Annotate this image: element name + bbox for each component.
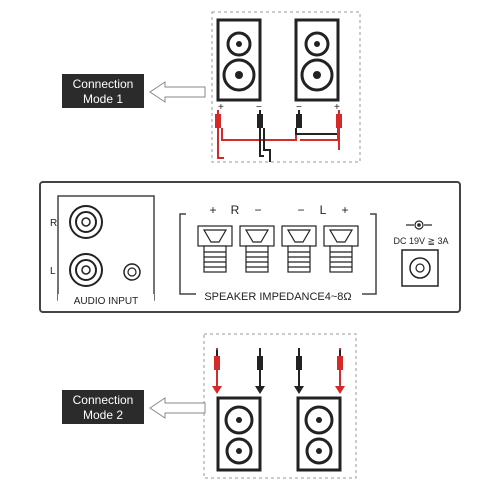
mode1-wires bbox=[217, 128, 340, 162]
mode1-dashed-frame bbox=[211, 11, 361, 163]
plug-bottom-2-black bbox=[255, 348, 265, 394]
audio-input-label: AUDIO INPUT bbox=[74, 296, 138, 307]
mode2-label-line2: Mode 2 bbox=[83, 408, 123, 422]
mode2-group: Connection Mode 2 bbox=[62, 333, 357, 479]
plug-bottom-3-black bbox=[294, 348, 304, 394]
input-r-label: R bbox=[50, 218, 57, 229]
speaker-impedance-label: SPEAKER IMPEDANCE4~8Ω bbox=[204, 291, 351, 303]
mode1-arrow-icon bbox=[149, 81, 206, 103]
binding-post-3-icon bbox=[281, 225, 317, 273]
plug-top-2-black bbox=[257, 110, 263, 128]
dc-power-label: DC 19V ≧ 3A bbox=[393, 236, 448, 246]
plug-bottom-4-red bbox=[335, 348, 345, 394]
mode2-label-box bbox=[62, 390, 144, 424]
input-l-label: L bbox=[50, 266, 56, 277]
mode2-label-line1: Connection bbox=[73, 393, 134, 407]
binding-post-1-icon bbox=[197, 225, 233, 273]
rca-jack-r-icon bbox=[69, 205, 103, 239]
terminal-r-minus: − bbox=[254, 203, 261, 217]
polarity-top-right-minus: − bbox=[296, 102, 302, 113]
speaker-bottom-right-icon bbox=[296, 396, 342, 472]
plug-top-1-red bbox=[215, 110, 221, 128]
mode2-dashed-frame bbox=[203, 333, 357, 479]
mode1-label-line1: Connection bbox=[73, 77, 134, 91]
mode1-group: + − − + bbox=[62, 11, 361, 163]
binding-post-2-icon bbox=[239, 225, 275, 273]
mode1-label-line2: Mode 1 bbox=[83, 92, 123, 106]
plug-top-4-red bbox=[336, 110, 342, 128]
plug-top-3-black bbox=[296, 110, 302, 128]
aux-jack-icon bbox=[123, 263, 141, 281]
plug-bottom-1-red bbox=[212, 348, 222, 394]
terminal-l-minus: − bbox=[297, 203, 304, 217]
speaker-bottom-left-icon bbox=[216, 396, 262, 472]
terminal-r-label: R bbox=[231, 203, 240, 217]
speaker-top-right-icon bbox=[294, 18, 340, 102]
dc-polarity-icon bbox=[406, 220, 432, 230]
dc-jack-icon bbox=[401, 249, 439, 287]
mode1-label-box bbox=[62, 74, 144, 108]
terminal-r-plus: + bbox=[209, 203, 216, 217]
speaker-top-left-icon bbox=[216, 18, 262, 102]
amplifier-body: AUDIO INPUT R L + R − − L + bbox=[39, 181, 461, 313]
binding-post-4-icon bbox=[323, 225, 359, 273]
rca-jack-l-icon bbox=[69, 253, 103, 287]
polarity-top-right-plus: + bbox=[334, 102, 340, 113]
polarity-top-left-minus: − bbox=[256, 102, 262, 113]
polarity-top-left-plus: + bbox=[218, 102, 224, 113]
terminal-l-plus: + bbox=[341, 203, 348, 217]
terminal-l-label: L bbox=[320, 203, 327, 217]
mode2-arrow-icon bbox=[149, 397, 206, 419]
